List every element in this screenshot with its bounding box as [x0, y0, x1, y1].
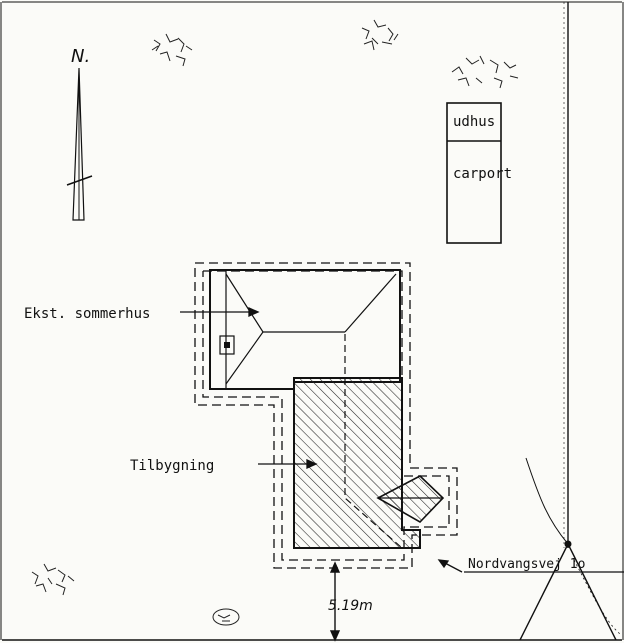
udhus-label: udhus: [453, 114, 495, 130]
tree-icon: [361, 19, 399, 51]
outbuilding: udhus carport: [446, 102, 512, 244]
distance-label: 5.19m: [328, 598, 373, 614]
junction-lines: [519, 457, 621, 641]
road-address: Nordvangsvej 1o: [464, 557, 624, 573]
tree-icon: [31, 563, 75, 596]
extension-label: Tilbygning: [130, 458, 214, 474]
tree-icon: [151, 33, 193, 67]
north-arrow: N.: [66, 46, 93, 221]
distance-dimension: [329, 561, 341, 642]
tree-icon: [451, 55, 519, 89]
address-label: Nordvangsvej 1o: [468, 557, 585, 572]
existing-summer-house-label: Ekst. sommerhus: [24, 306, 150, 322]
tree-symbols: [31, 19, 519, 626]
existing-summer-house: [209, 269, 401, 390]
extension-tilbygning: [293, 334, 445, 549]
carport-label: carport: [453, 166, 512, 182]
leader-arrows: [180, 306, 463, 573]
tree-icon: [212, 608, 240, 626]
north-label: N.: [71, 46, 90, 67]
